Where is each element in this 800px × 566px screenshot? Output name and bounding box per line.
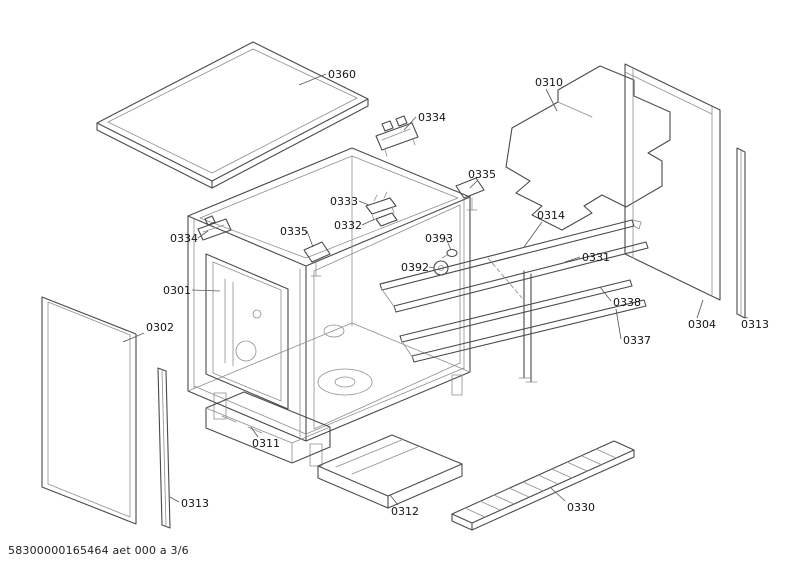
- part-drawing-fill-funnel: [365, 191, 397, 221]
- part-label-insulation-mat: 0310: [535, 76, 563, 89]
- part-label-grommet-large: 0392: [401, 261, 429, 274]
- part-drawing-side-panel-left: [41, 296, 137, 525]
- part-label-side-panel-left: 0302: [146, 321, 174, 334]
- part-label-hinge-right: 0335: [468, 168, 496, 181]
- part-drawing-trim-right: [736, 147, 746, 319]
- part-label-fill-funnel: 0333: [330, 195, 358, 208]
- part-label-rail-second: 0331: [582, 251, 610, 264]
- part-label-rail-bottom: 0337: [623, 334, 651, 347]
- part-drawing-cabinet: [187, 147, 471, 467]
- part-label-trim-right: 0313: [741, 318, 769, 331]
- part-label-trim-left: 0313: [181, 497, 209, 510]
- part-drawing-rear-panel: [624, 63, 721, 301]
- part-label-grommet-small: 0393: [425, 232, 453, 245]
- part-label-hinge-left: 0335: [280, 225, 308, 238]
- part-label-base-front: 0311: [252, 437, 280, 450]
- part-label-top-panel: 0360: [328, 68, 356, 81]
- part-label-rear-panel: 0304: [688, 318, 716, 331]
- part-label-rail-third: 0338: [613, 296, 641, 309]
- part-drawing-hinge-left: [303, 241, 331, 277]
- leader-lines: [122, 73, 749, 506]
- part-label-base-strip: 0330: [567, 501, 595, 514]
- part-drawing-bracket-left: [197, 215, 232, 241]
- part-drawing-rails: [379, 219, 649, 383]
- document-code: 58300000165464 aet 000 a 3/6: [8, 544, 189, 557]
- part-drawing-base-strip: [451, 440, 635, 531]
- part-drawing-grommet-small: [441, 248, 458, 259]
- part-label-bracket-left: 0334: [170, 232, 198, 245]
- part-label-cabinet: 0301: [163, 284, 191, 297]
- part-drawing-insulation-mat: [505, 65, 671, 231]
- part-drawing-fill-mount: [375, 212, 398, 227]
- part-label-bracket-top: 0334: [418, 111, 446, 124]
- part-label-rail-top: 0314: [537, 209, 565, 222]
- part-drawing-base-tray: [317, 434, 463, 509]
- part-drawing-trim-left: [157, 367, 171, 529]
- part-drawing-base-front: [205, 391, 331, 464]
- part-drawing-hinge-right: [455, 177, 485, 211]
- part-drawing-top-panel: [96, 41, 369, 189]
- part-label-fill-mount: 0332: [334, 219, 362, 232]
- part-drawing-bracket-top: [375, 115, 419, 157]
- part-label-base-tray: 0312: [391, 505, 419, 518]
